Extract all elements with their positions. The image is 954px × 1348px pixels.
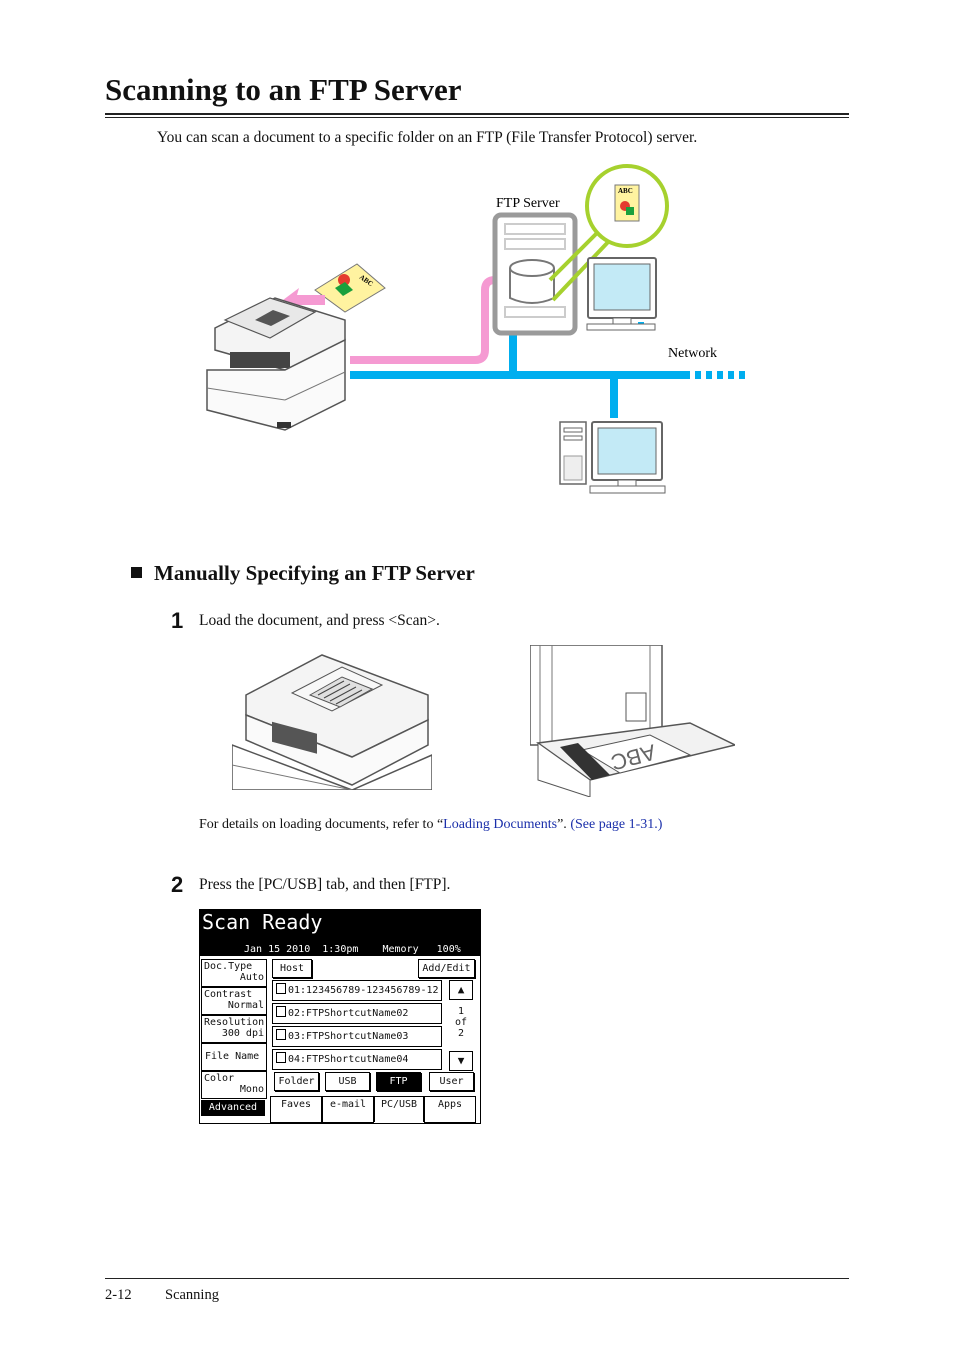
- adf-loading-illustration: [232, 654, 432, 790]
- ftp-server-label: FTP Server: [496, 196, 560, 211]
- folder-button[interactable]: Folder: [274, 1072, 319, 1091]
- footer-rule: [105, 1278, 849, 1279]
- tab-pc-usb[interactable]: PC/USB: [374, 1096, 424, 1122]
- details-note: For details on loading documents, refer …: [199, 817, 663, 832]
- advanced-button[interactable]: Advanced: [201, 1100, 265, 1116]
- pink-data-path: [350, 276, 513, 364]
- file-icon: [276, 1052, 286, 1063]
- scroll-up-arrow-icon[interactable]: ▲: [449, 980, 473, 1000]
- mfp-printer-icon: [206, 297, 346, 431]
- tab-e-mail[interactable]: e-mail: [322, 1096, 374, 1123]
- step-2-number: 2: [171, 872, 184, 897]
- monitor-icon: [586, 257, 657, 331]
- page-indicator: 1 of 2: [454, 1006, 468, 1039]
- footer-page-number: 2-12: [105, 1287, 132, 1303]
- lcd-title: Scan Ready: [202, 910, 323, 934]
- loading-documents-link[interactable]: Loading Documents: [443, 817, 558, 832]
- step-1-text: Load the document, and press <Scan>.: [199, 612, 440, 629]
- bubble-doc-label: ABC: [618, 187, 633, 195]
- lcd-status-line: Jan 15 2010 1:30pm Memory 100%: [244, 944, 461, 955]
- bubble-document-icon: ABC: [614, 184, 640, 222]
- bubble-pointer: [548, 228, 602, 282]
- ftp-shortcut-row[interactable]: 03:FTPShortcutName03: [272, 1026, 442, 1047]
- ftp-button[interactable]: FTP: [376, 1072, 421, 1091]
- ftp-shortcut-row[interactable]: 01:123456789-123456789-12: [272, 980, 442, 1001]
- scroll-down-arrow-icon[interactable]: ▼: [449, 1051, 473, 1071]
- heading-square-icon: [131, 567, 142, 578]
- page-reference-link[interactable]: (See page 1-31.): [570, 817, 663, 832]
- file-icon: [276, 1006, 286, 1017]
- step-1-number: 1: [171, 608, 184, 633]
- title-rule-thin: [105, 117, 849, 118]
- lcd-title-bar: Scan Ready Jan 15 2010 1:30pm Memory 100…: [200, 910, 480, 956]
- add-edit-button[interactable]: Add/Edit: [418, 959, 475, 978]
- host-button[interactable]: Host: [272, 959, 312, 978]
- glass-loading-illustration: ABC: [530, 645, 735, 797]
- file-name-setting[interactable]: File Name: [201, 1043, 267, 1071]
- step-2-text: Press the [PC/USB] tab, and then [FTP].: [199, 876, 451, 893]
- ftp-server-icon: [492, 212, 578, 336]
- desktop-pc-icon: [559, 421, 666, 494]
- network-label: Network: [668, 346, 717, 361]
- footer-section-name: Scanning: [165, 1287, 219, 1303]
- ftp-network-diagram: ABC ABC FTP Server Network: [206, 164, 747, 494]
- lcd-screen: Scan Ready Jan 15 2010 1:30pm Memory 100…: [199, 909, 481, 1124]
- ftp-shortcut-row[interactable]: 02:FTPShortcutName02: [272, 1003, 442, 1024]
- file-icon: [276, 1029, 286, 1040]
- intro-paragraph: You can scan a document to a specific fo…: [157, 129, 698, 146]
- title-rule: [105, 113, 849, 115]
- ftp-shortcut-row[interactable]: 04:FTPShortcutName04: [272, 1049, 442, 1070]
- tab-faves[interactable]: Faves: [270, 1096, 322, 1123]
- tab-apps[interactable]: Apps: [424, 1096, 476, 1123]
- section-heading: Manually Specifying an FTP Server: [131, 561, 475, 586]
- user-button[interactable]: User: [429, 1072, 474, 1091]
- file-icon: [276, 983, 286, 994]
- usb-button[interactable]: USB: [325, 1072, 370, 1091]
- page-title: Scanning to an FTP Server: [105, 72, 462, 107]
- scan-document-icon: ABC: [314, 263, 386, 313]
